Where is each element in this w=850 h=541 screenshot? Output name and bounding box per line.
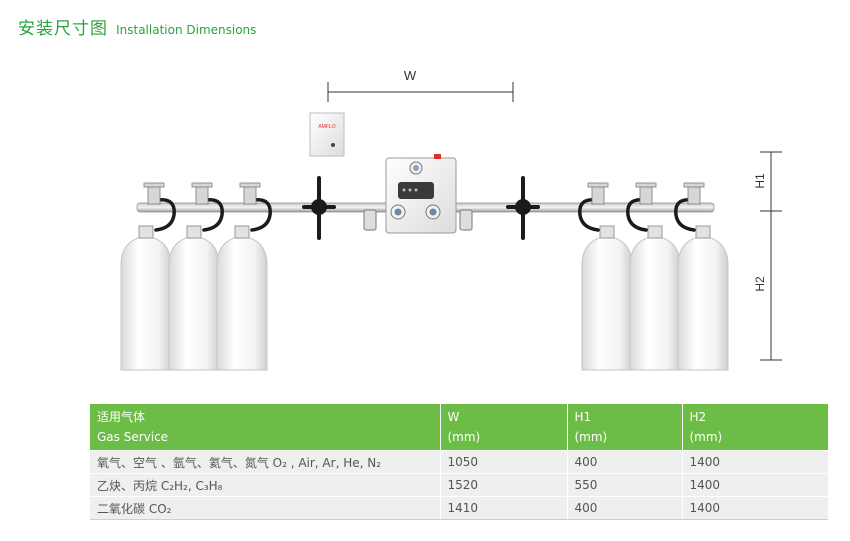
gas-cylinder — [629, 225, 681, 371]
cell-h1: 400 — [566, 496, 682, 520]
dimension-w-label: W — [404, 68, 417, 83]
page-title: 安装尺寸图 Installation Dimensions — [18, 14, 256, 39]
header-h2: H2 (mm) — [681, 404, 828, 451]
gas-cylinder — [581, 225, 633, 371]
header-gas-service: 适用气体 Gas Service — [90, 404, 440, 451]
cell-gas: 乙炔、丙烷 C₂H₂, C₃H₈ — [90, 473, 440, 497]
cell-w: 1410 — [439, 496, 567, 520]
cell-w: 1050 — [439, 450, 567, 474]
cell-gas: 氧气、空气 、氩气、氦气、氮气 O₂ , Air, Ar, He, N₂ — [90, 450, 440, 474]
cell-h2: 1400 — [681, 450, 828, 474]
dimension-h2-label: H2 — [753, 276, 767, 292]
table-row: 乙炔、丙烷 C₂H₂, C₃H₈ 1520 550 1400 — [90, 473, 828, 497]
header-line-name: H2 — [689, 410, 707, 424]
header-line-name: W — [447, 410, 460, 424]
header-h1: H1 (mm) — [566, 404, 682, 451]
left-shutoff-valve — [302, 176, 336, 240]
table-row: 氧气、空气 、氩气、氦气、氮气 O₂ , Air, Ar, He, N₂ 105… — [90, 450, 828, 474]
spec-table: 适用气体 Gas Service W (mm) H1 (mm) H2 (mm) … — [90, 404, 828, 520]
header-line-en: Gas Service — [97, 430, 169, 444]
wall-alarm-box: AMFLO — [309, 112, 345, 157]
pigtail-hoses — [154, 198, 696, 232]
dimension-h1-label: H1 — [753, 173, 767, 189]
manifold-valves — [143, 182, 705, 205]
table-header-row: 适用气体 Gas Service W (mm) H1 (mm) H2 (mm) — [90, 404, 828, 451]
header-line-zh: 适用气体 — [97, 410, 146, 424]
gas-cylinder — [168, 225, 220, 371]
cell-h2: 1400 — [681, 496, 828, 520]
header-line-unit: (mm) — [447, 430, 481, 444]
cell-w: 1520 — [439, 473, 567, 497]
right-cylinder-bank — [581, 225, 729, 371]
gas-cylinder — [677, 225, 729, 371]
dimension-w — [327, 82, 514, 102]
inline-filters — [363, 209, 473, 231]
control-panel — [385, 154, 457, 234]
gas-cylinder — [120, 225, 172, 371]
cell-h1: 400 — [566, 450, 682, 474]
dimension-h — [760, 151, 782, 361]
header-line-name: H1 — [574, 410, 592, 424]
left-cylinder-bank — [120, 225, 268, 371]
header-line-unit: (mm) — [689, 430, 723, 444]
gas-cylinder — [216, 225, 268, 371]
title-english: Installation Dimensions — [116, 23, 257, 37]
installation-diagram: W H1 H2 AMFLO — [120, 68, 782, 371]
wall-box-brand: AMFLO — [318, 124, 335, 130]
title-chinese: 安装尺寸图 — [18, 19, 108, 39]
cell-h1: 550 — [566, 473, 682, 497]
right-shutoff-valve — [506, 176, 540, 240]
header-line-unit: (mm) — [574, 430, 608, 444]
cell-gas: 二氧化碳 CO₂ — [90, 496, 440, 520]
cell-h2: 1400 — [681, 473, 828, 497]
header-w: W (mm) — [439, 404, 567, 451]
table-row: 二氧化碳 CO₂ 1410 400 1400 — [90, 496, 828, 520]
